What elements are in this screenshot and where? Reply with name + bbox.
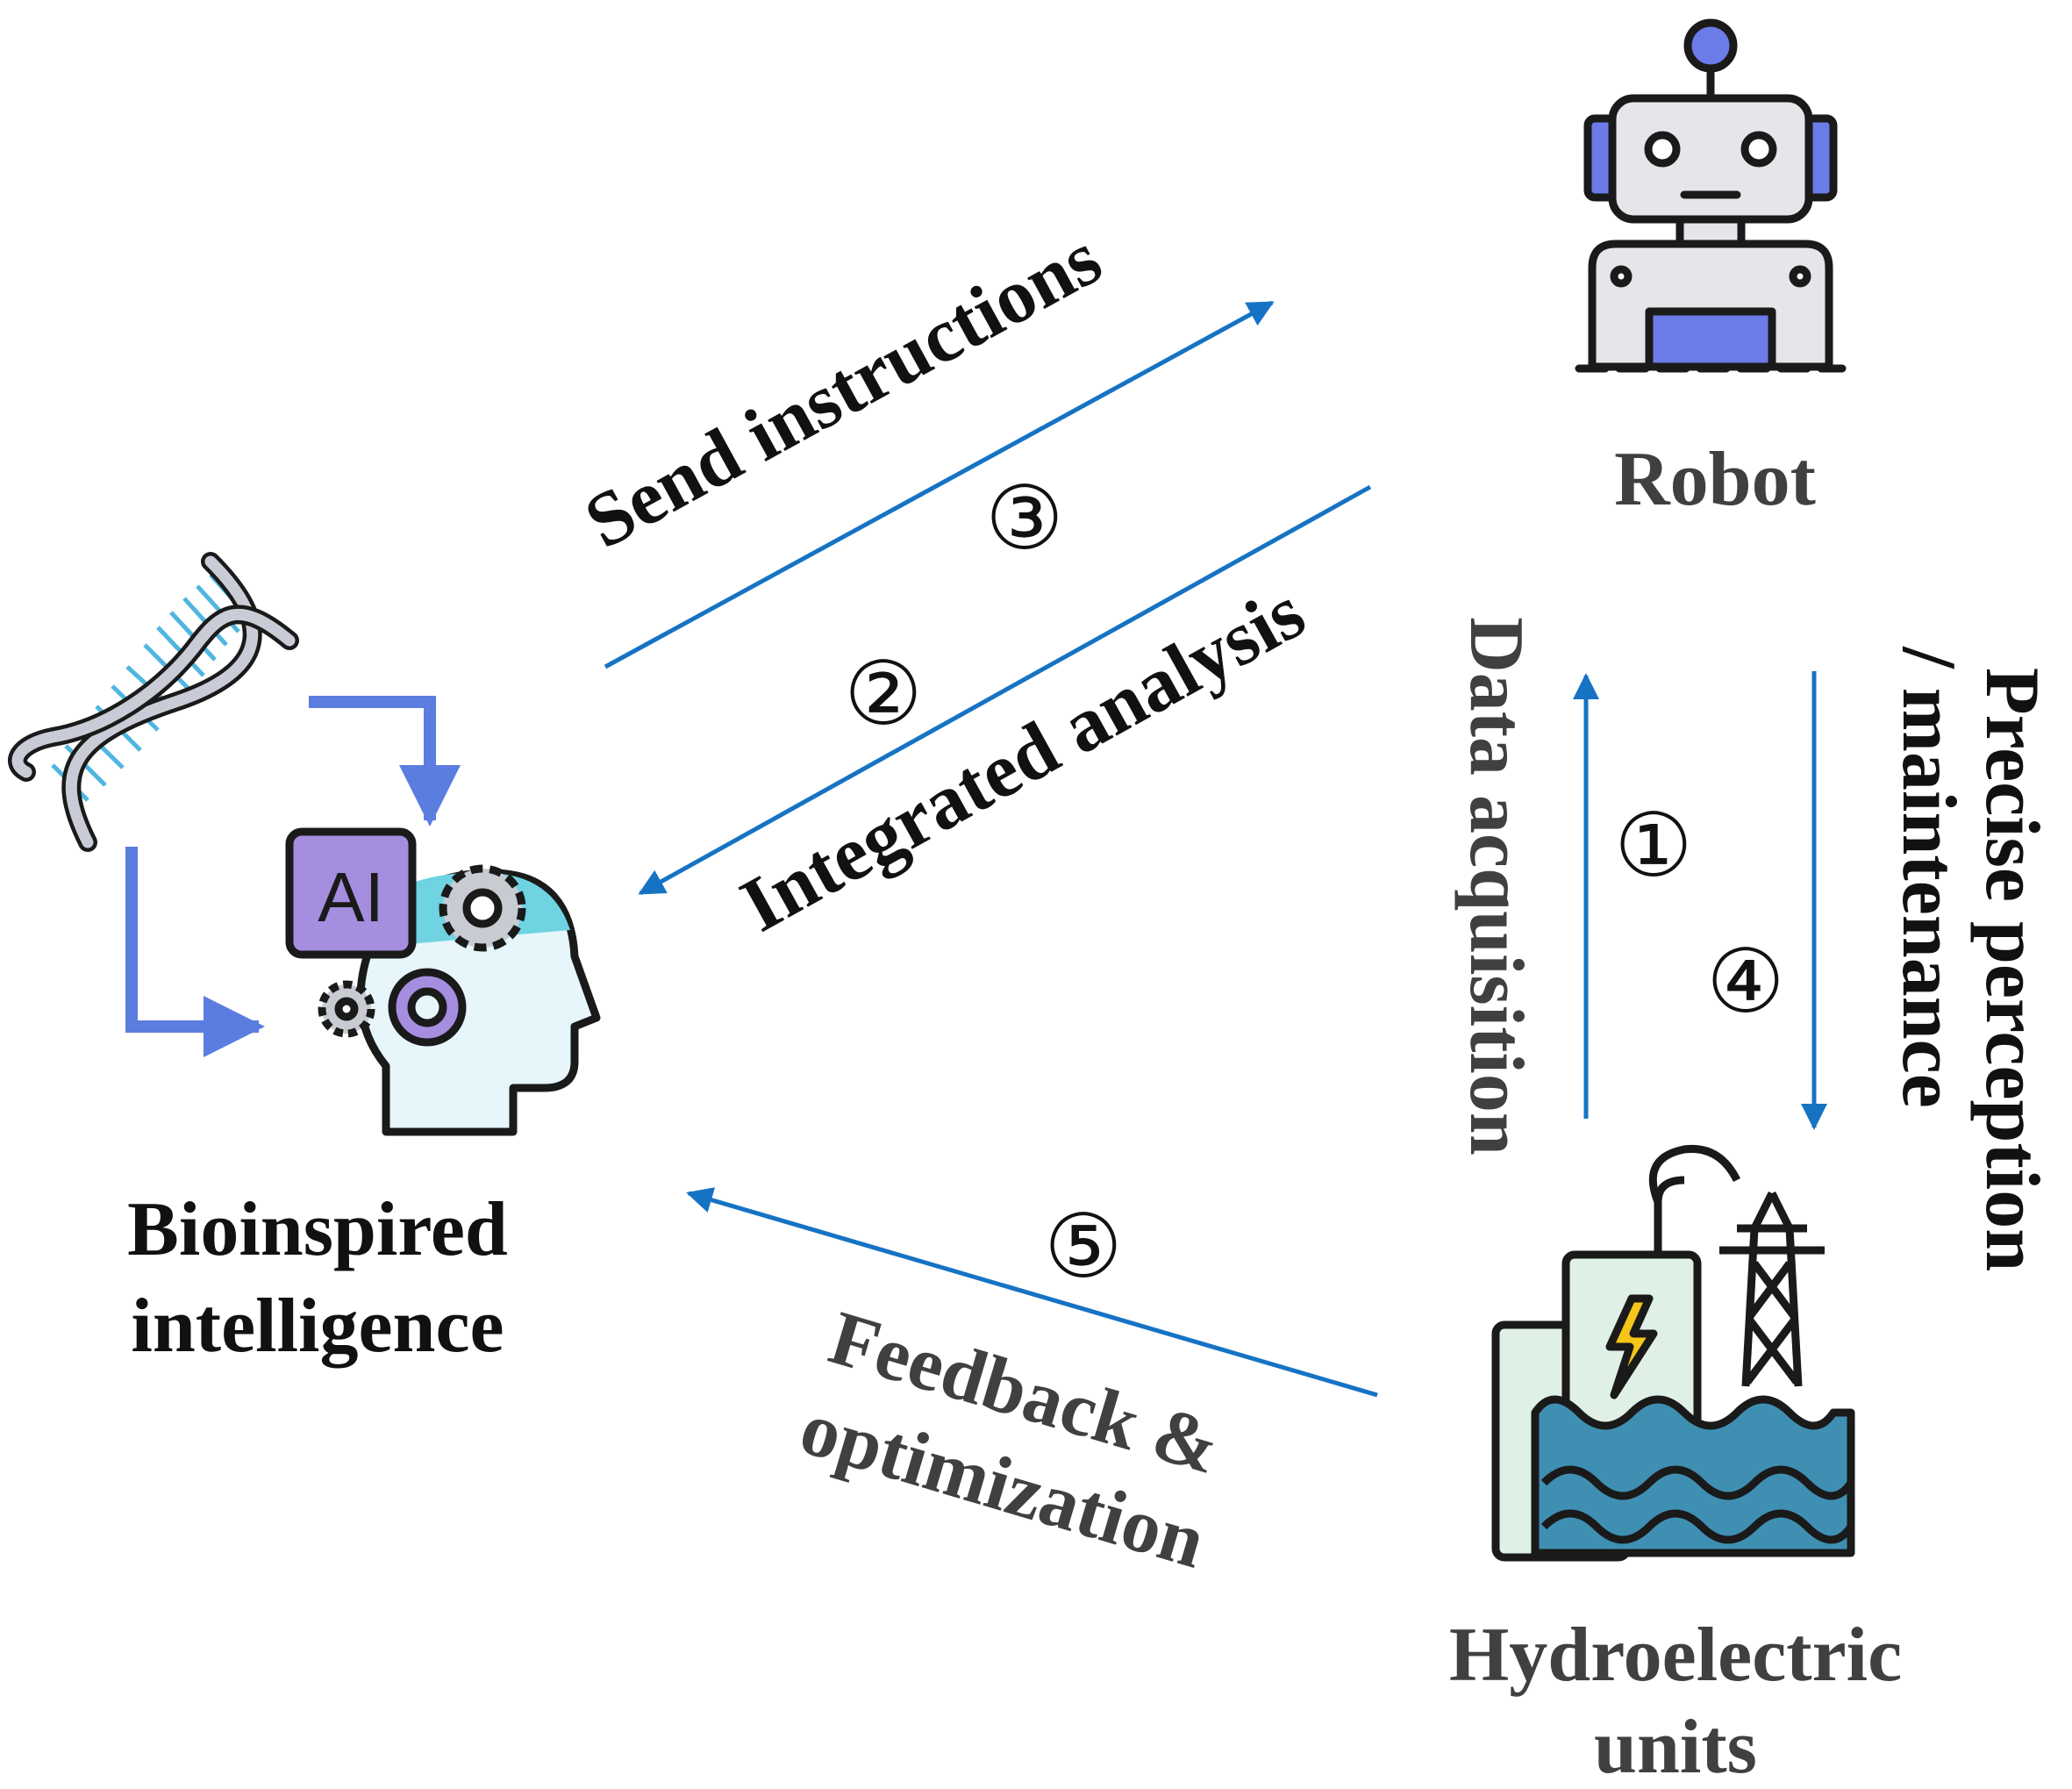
bioinspired-label-line-1: Bioinspired	[127, 1187, 508, 1272]
integrated-analysis-arrow	[638, 484, 1372, 896]
hydro-label-line-1: Hydroelectric	[1449, 1613, 1902, 1698]
step-5-marker: ⑤	[1044, 1195, 1123, 1298]
ai-badge-text: AI	[318, 858, 384, 936]
feedback-optimization-arrow	[686, 1187, 1378, 1398]
precise-perception-label-line-2: / maintenance	[1886, 646, 1971, 1108]
step-4-marker: ④	[1706, 930, 1785, 1033]
ai-head-icon	[285, 827, 601, 1136]
bioinspired-label-line-2: intelligence	[131, 1284, 504, 1369]
integrated-analysis-label: Integrated analysis	[727, 569, 1318, 948]
dna-icon	[8, 552, 299, 852]
input-bracket-arrows	[125, 696, 461, 1057]
step-3-marker: ③	[985, 467, 1064, 569]
step-1-marker: ①	[1614, 794, 1693, 897]
robot-label: Robot	[1614, 437, 1816, 522]
hydro-plant-icon	[1491, 1144, 1855, 1562]
data-acquisition-label: Data acquisition	[1454, 617, 1539, 1156]
edge-arrows	[604, 300, 1827, 1398]
send-instructions-arrow	[604, 300, 1275, 669]
precise-perception-label-line-1: Precise perception	[1969, 668, 2054, 1271]
step-2-marker: ②	[844, 642, 923, 745]
robot-icon	[1575, 18, 1847, 373]
hydro-label-line-2: units	[1594, 1705, 1757, 1789]
